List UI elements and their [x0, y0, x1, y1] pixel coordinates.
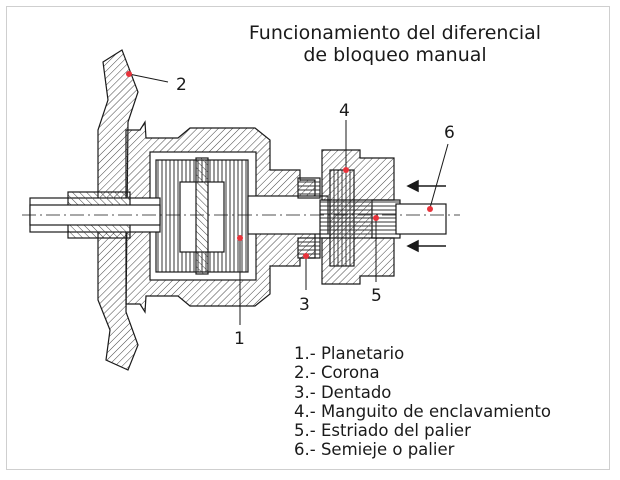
- callout-2: 2: [176, 75, 187, 95]
- marker-4: [343, 167, 349, 173]
- legend-item-semieje: 6.- Semieje o palier: [294, 440, 455, 460]
- right-axle: [395, 203, 447, 235]
- callout-4: 4: [339, 101, 350, 121]
- leader-6: [429, 143, 449, 209]
- diagram-title: Funcionamiento del diferencial de bloque…: [200, 22, 590, 66]
- arrow-upper-head: [406, 179, 419, 193]
- marker-5: [373, 215, 379, 221]
- dog-teeth: [297, 177, 321, 199]
- parts-legend: 1.- Planetario 2.- Corona 3.- Dentado 4.…: [294, 344, 551, 460]
- legend-item-manguito: 4.- Manguito de enclavamiento: [294, 401, 552, 421]
- marker-2: [126, 71, 132, 77]
- marker-1: [237, 235, 243, 241]
- title-line-1: Funcionamiento del diferencial: [248, 22, 542, 44]
- legend-item-corona: 2.- Corona: [294, 363, 380, 383]
- gear-pin: [195, 157, 209, 275]
- callout-5: 5: [371, 286, 382, 306]
- arrow-lower-head: [406, 239, 419, 253]
- legend-item-dentado: 3.- Dentado: [294, 382, 392, 402]
- legend-item-planetario: 1.- Planetario: [294, 344, 405, 363]
- dog-teeth-lower: [297, 237, 321, 259]
- legend-item-estriado: 5.- Estriado del palier: [294, 421, 471, 441]
- callout-6: 6: [444, 123, 455, 143]
- title-line-2: de bloqueo manual: [303, 44, 487, 66]
- leader-2: [128, 73, 169, 83]
- marker-3: [303, 253, 309, 259]
- marker-6: [427, 206, 433, 212]
- splined-shaft: [319, 199, 401, 239]
- callout-3: 3: [299, 295, 310, 315]
- callout-1: 1: [234, 329, 245, 349]
